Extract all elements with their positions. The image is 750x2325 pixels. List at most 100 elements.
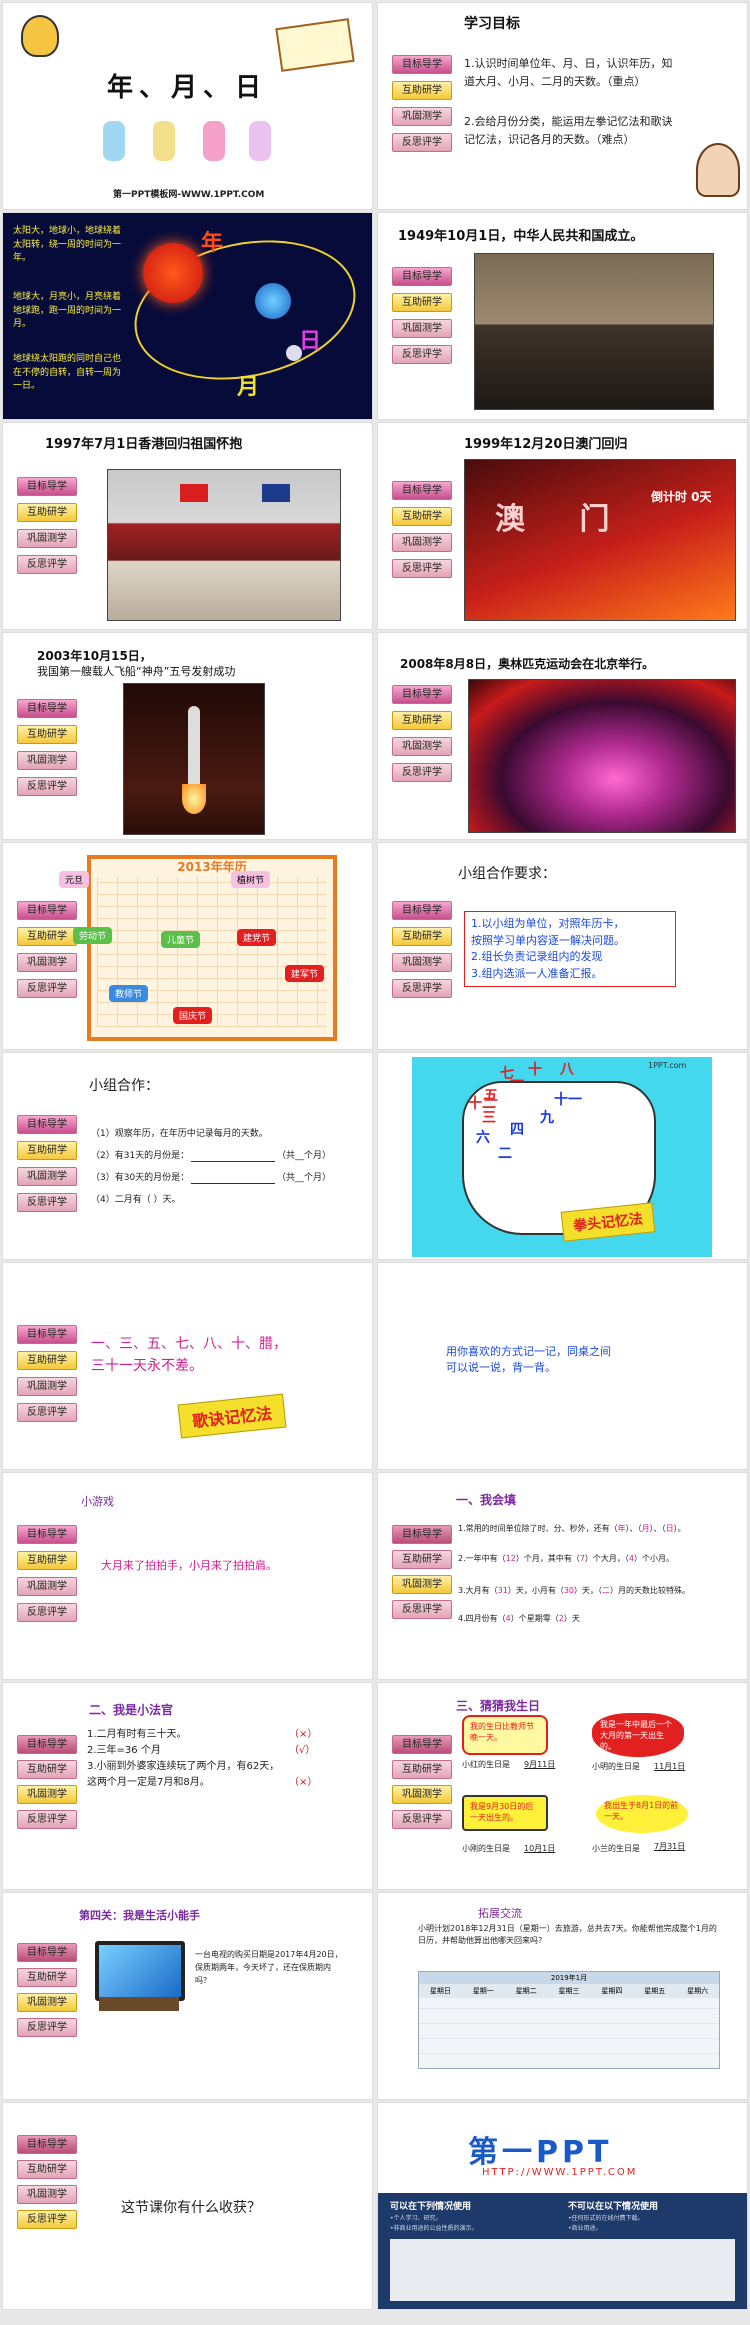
- menu-item-3[interactable]: 巩固测学: [392, 953, 452, 972]
- rocket-icon: [188, 706, 200, 786]
- menu-item-3[interactable]: 巩固测学: [17, 1377, 77, 1396]
- practice-line-2: 可以说一说，背一背。: [446, 1361, 556, 1374]
- menu-item-3[interactable]: 巩固测学: [17, 1993, 77, 2012]
- menu-item-2[interactable]: 互助研学: [17, 1351, 77, 1370]
- menu-item-3[interactable]: 巩固测学: [392, 107, 452, 126]
- menu-item-3[interactable]: 巩固测学: [392, 737, 452, 756]
- menu-item-2[interactable]: 互助研学: [17, 1760, 77, 1779]
- menu-item-4[interactable]: 反思评学: [17, 1403, 77, 1422]
- slide-title[interactable]: 年、月、日 第一PPT模板网-WWW.1PPT.COM: [2, 2, 373, 210]
- menu-item-1[interactable]: 目标导学: [392, 55, 452, 74]
- menu-item-1[interactable]: 目标导学: [17, 2135, 77, 2154]
- menu-item-1[interactable]: 目标导学: [392, 1735, 452, 1754]
- menu-item-2[interactable]: 互助研学: [392, 81, 452, 100]
- menu-item-3[interactable]: 巩固测学: [17, 529, 77, 548]
- menu-item-1[interactable]: 目标导学: [392, 901, 452, 920]
- menu-item-4[interactable]: 反思评学: [17, 979, 77, 998]
- slide-astronomy[interactable]: 太阳大，地球小，地球绕着太阳转，绕一周的时间为一年。 地球大，月亮小，月亮绕着地…: [2, 212, 373, 420]
- menu-item-3[interactable]: 巩固测学: [17, 953, 77, 972]
- slide-1949[interactable]: 1949年10月1日，中华人民共和国成立。 目标导学 互助研学 巩固测学 反思评…: [377, 212, 748, 420]
- side-menu: 目标导学 互助研学 巩固测学 反思评学: [392, 1525, 452, 1619]
- menu-item-2[interactable]: 互助研学: [392, 293, 452, 312]
- photo-olympic-ceremony: [468, 679, 736, 833]
- menu-item-2[interactable]: 互助研学: [17, 725, 77, 744]
- month-valley: 十一: [554, 1092, 582, 1108]
- menu-item-4[interactable]: 反思评学: [17, 555, 77, 574]
- slide-calendar[interactable]: 目标导学 互助研学 巩固测学 反思评学 2013年年历 元旦 植树节 劳动节 儿…: [2, 842, 373, 1050]
- menu-item-2[interactable]: 互助研学: [17, 503, 77, 522]
- menu-item-1[interactable]: 目标导学: [17, 699, 77, 718]
- menu-item-1[interactable]: 目标导学: [17, 477, 77, 496]
- answer-line[interactable]: [191, 1183, 275, 1184]
- menu-item-3[interactable]: 巩固测学: [392, 533, 452, 552]
- slide-game[interactable]: 小游戏 目标导学 互助研学 巩固测学 反思评学 大月来了拍拍手，小月来了拍拍肩。: [2, 1472, 373, 1680]
- slide-1999[interactable]: 1999年12月20日澳门回归 目标导学 互助研学 巩固测学 反思评学 澳 门 …: [377, 422, 748, 630]
- menu-item-4[interactable]: 反思评学: [392, 1810, 452, 1829]
- menu-item-4[interactable]: 反思评学: [17, 777, 77, 796]
- slide-fill-in[interactable]: 一、我会填 目标导学 互助研学 巩固测学 反思评学 1.常用的时间单位除了时、分…: [377, 1472, 748, 1680]
- slide-1997[interactable]: 1997年7月1日香港回归祖国怀抱 目标导学 互助研学 巩固测学 反思评学: [2, 422, 373, 630]
- menu-item-4[interactable]: 反思评学: [392, 345, 452, 364]
- menu-item-2[interactable]: 互助研学: [17, 1968, 77, 1987]
- menu-item-3[interactable]: 巩固测学: [17, 1785, 77, 1804]
- slide-reflection[interactable]: 目标导学 互助研学 巩固测学 反思评学 这节课你有什么收获？: [2, 2102, 373, 2310]
- menu-item-1[interactable]: 目标导学: [17, 1943, 77, 1962]
- slide-group-work[interactable]: 小组合作： 目标导学 互助研学 巩固测学 反思评学 （1）观察年历，在年历中记录…: [2, 1052, 373, 1260]
- menu-item-3[interactable]: 巩固测学: [17, 2185, 77, 2204]
- menu-item-1[interactable]: 目标导学: [392, 1525, 452, 1544]
- menu-item-1[interactable]: 目标导学: [17, 1115, 77, 1134]
- menu-item-4[interactable]: 反思评学: [392, 1600, 452, 1619]
- slide-2003[interactable]: 2003年10月15日， 我国第一艘载人飞船“神舟”五号发射成功 目标导学 互助…: [2, 632, 373, 840]
- menu-item-2[interactable]: 互助研学: [17, 1551, 77, 1570]
- menu-item-1[interactable]: 目标导学: [17, 901, 77, 920]
- menu-item-3[interactable]: 巩固测学: [17, 751, 77, 770]
- slide-birthday[interactable]: 三、猜猜我生日 目标导学 互助研学 巩固测学 反思评学 我的生日比教师节晚一天。…: [377, 1682, 748, 1890]
- menu-item-3[interactable]: 巩固测学: [392, 1785, 452, 1804]
- menu-item-4[interactable]: 反思评学: [392, 133, 452, 152]
- menu-item-2[interactable]: 互助研学: [17, 1141, 77, 1160]
- slide-2008[interactable]: 2008年8月8日，奥林匹克运动会在北京举行。 目标导学 互助研学 巩固测学 反…: [377, 632, 748, 840]
- menu-item-1[interactable]: 目标导学: [17, 1325, 77, 1344]
- menu-item-1[interactable]: 目标导学: [392, 267, 452, 286]
- menu-item-4[interactable]: 反思评学: [17, 2210, 77, 2229]
- hint-bubble: 我是9月30日的后一天出生的。: [462, 1795, 548, 1831]
- holiday-label: 建军节: [285, 965, 325, 982]
- menu-item-3[interactable]: 巩固测学: [392, 319, 452, 338]
- brand-logo: 第一PPT: [468, 2135, 613, 2170]
- menu-item-3[interactable]: 巩固测学: [17, 1167, 77, 1186]
- menu-item-4[interactable]: 反思评学: [17, 2018, 77, 2037]
- menu-item-4[interactable]: 反思评学: [17, 1193, 77, 1212]
- slide-fist-method[interactable]: 七 八 十 十二 五 三 六 四 二 九 十一 一 拳头记忆法 1PPT.com: [377, 1052, 748, 1260]
- menu-item-1[interactable]: 目标导学: [17, 1525, 77, 1544]
- tv-icon: [95, 1941, 185, 2001]
- slide-extension[interactable]: 拓展交流 小明计划2018年12月31日（星期一）去旅游，总共去7天。你能帮他完…: [377, 1892, 748, 2100]
- answer-line[interactable]: [191, 1161, 275, 1162]
- menu-item-2[interactable]: 互助研学: [392, 1550, 452, 1569]
- slide-goals[interactable]: 学习目标 目标导学 互助研学 巩固测学 反思评学 1.认识时间单位年、月、日，认…: [377, 2, 748, 210]
- menu-item-3[interactable]: 巩固测学: [17, 1577, 77, 1596]
- menu-item-4[interactable]: 反思评学: [392, 559, 452, 578]
- slide-group-rules[interactable]: 小组合作要求： 目标导学 互助研学 巩固测学 反思评学 1.以小组为单位，对照年…: [377, 842, 748, 1050]
- menu-item-4[interactable]: 反思评学: [17, 1810, 77, 1829]
- menu-item-4[interactable]: 反思评学: [392, 979, 452, 998]
- menu-item-1[interactable]: 目标导学: [17, 1735, 77, 1754]
- menu-item-4[interactable]: 反思评学: [392, 763, 452, 782]
- menu-item-1[interactable]: 目标导学: [392, 481, 452, 500]
- slide-poem-method[interactable]: 目标导学 互助研学 巩固测学 反思评学 一、三、五、七、八、十、腊， 三十一天永…: [2, 1262, 373, 1470]
- menu-item-2[interactable]: 互助研学: [392, 507, 452, 526]
- menu-item-1[interactable]: 目标导学: [392, 685, 452, 704]
- slide-practice[interactable]: 用你喜欢的方式记一记，同桌之间 可以说一说，背一背。: [377, 1262, 748, 1470]
- life-question: 一台电视的购买日期是2017年4月20日，保质期两年，今天坏了，还在保质期内吗？: [195, 1950, 343, 1985]
- text: 3.大月有（: [458, 1586, 498, 1595]
- menu-item-2[interactable]: 互助研学: [17, 927, 77, 946]
- slide-brand[interactable]: 第一PPT HTTP://WWW.1PPT.COM 可以在下列情况使用 •个人学…: [377, 2102, 748, 2310]
- menu-item-3[interactable]: 巩固测学: [392, 1575, 452, 1594]
- menu-item-2[interactable]: 互助研学: [392, 927, 452, 946]
- menu-item-2[interactable]: 互助研学: [17, 2160, 77, 2179]
- menu-item-2[interactable]: 互助研学: [392, 1760, 452, 1779]
- calendar-body[interactable]: [419, 1998, 719, 2068]
- menu-item-2[interactable]: 互助研学: [392, 711, 452, 730]
- slide-judge[interactable]: 二、我是小法官 目标导学 互助研学 巩固测学 反思评学 1.二月有时有三十天。 …: [2, 1682, 373, 1890]
- menu-item-4[interactable]: 反思评学: [17, 1603, 77, 1622]
- slide-life-skill[interactable]: 第四关：我是生活小能手 目标导学 互助研学 巩固测学 反思评学 一台电视的购买日…: [2, 1892, 373, 2100]
